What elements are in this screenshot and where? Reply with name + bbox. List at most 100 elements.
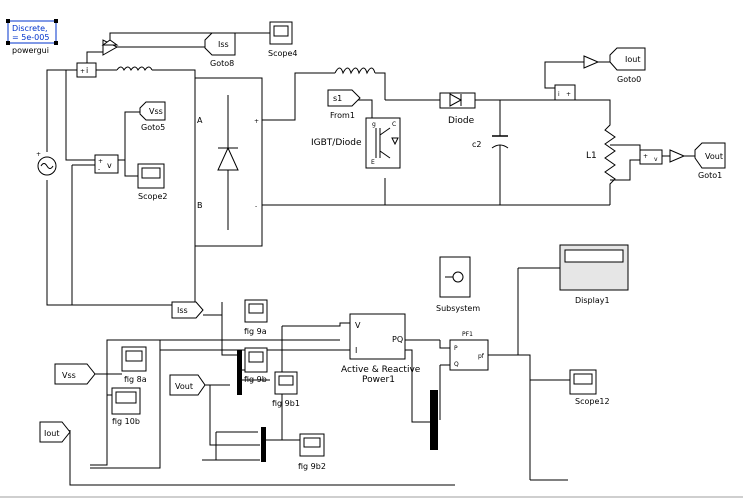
mux-3[interactable] xyxy=(430,390,438,450)
voltage-meas-label: v xyxy=(107,161,112,170)
goto-vss[interactable]: Vss Goto5 xyxy=(139,101,166,132)
scope12-label: Scope12 xyxy=(575,397,610,406)
output-diode[interactable]: Diode xyxy=(439,92,476,126)
scope-12[interactable]: Scope12 xyxy=(569,369,610,406)
scope-fig9b1[interactable]: fig 9b1 xyxy=(272,371,300,408)
fig9b1-label: fig 9b1 xyxy=(272,399,300,408)
mux-1[interactable] xyxy=(237,350,242,395)
source-inductor xyxy=(116,66,153,71)
goto-iss[interactable]: Iss Goto8 xyxy=(204,32,236,68)
diode-label: Diode xyxy=(448,116,475,126)
goto-vss-label: Goto5 xyxy=(141,123,165,132)
gain-block-iss[interactable] xyxy=(101,39,119,56)
subsystem-label: Subsystem xyxy=(436,304,480,313)
from-s1-tag: s1 xyxy=(333,94,342,103)
power-out-pq: PQ xyxy=(392,335,403,344)
svg-text:+: + xyxy=(98,158,103,165)
vout-voltage-measurement[interactable]: + v xyxy=(639,149,663,165)
power-in-i: I xyxy=(355,346,357,355)
pf-block[interactable]: PF1 P Q pf xyxy=(449,331,489,371)
fig9a-label: fig 9a xyxy=(244,327,267,336)
pf-in-p: P xyxy=(454,345,458,352)
svg-text:+: + xyxy=(643,153,648,160)
bridge-port-b: B xyxy=(197,201,203,210)
fig9b-label: fig 9b xyxy=(244,375,267,384)
igbt-port-e: E xyxy=(371,159,375,166)
scope-fig8a[interactable]: fig 8a xyxy=(121,346,147,384)
bridge-port-plus: + xyxy=(254,118,259,125)
pf-out: pf xyxy=(478,353,485,360)
goto-iout-label: Goto0 xyxy=(617,75,641,84)
pf-title: PF1 xyxy=(462,331,473,338)
goto-iss-tag: Iss xyxy=(218,40,229,49)
current-measurement-block[interactable]: + i xyxy=(76,62,97,78)
scope-fig9b2[interactable]: fig 9b2 xyxy=(298,433,326,471)
scope4-label: Scope4 xyxy=(268,49,297,58)
from-iout[interactable]: Iout xyxy=(39,421,71,443)
voltage-measurement-block[interactable]: + - v xyxy=(94,154,119,174)
diode-bridge[interactable]: A B + - xyxy=(194,77,263,247)
iout-current-measurement[interactable]: i + xyxy=(554,84,576,101)
display-1[interactable]: Display1 xyxy=(559,244,629,305)
active-reactive-power-block[interactable]: V I PQ Active & Reactive Power1 xyxy=(341,313,421,385)
powergui-label: powergui xyxy=(12,46,49,55)
igbt-label: IGBT/Diode xyxy=(311,138,362,148)
gain-block-iout[interactable] xyxy=(583,55,600,69)
from-iss-tag: Iss xyxy=(177,306,188,315)
svg-text:+: + xyxy=(36,151,41,158)
pf-in-q: Q xyxy=(454,361,459,368)
bridge-port-a: A xyxy=(197,116,203,125)
goto-iout-tag: Iout xyxy=(625,55,640,64)
fig10b-label: fig 10b xyxy=(112,417,140,426)
subsystem-block[interactable]: Subsystem xyxy=(436,256,480,313)
powergui-line2: = 5e-005 xyxy=(12,33,49,42)
wires xyxy=(46,32,695,486)
svg-text:v: v xyxy=(654,156,658,163)
boost-inductor xyxy=(334,67,376,75)
goto-vss-tag: Vss xyxy=(149,107,163,116)
power-label-1: Active & Reactive xyxy=(341,365,421,375)
svg-text:+: + xyxy=(566,91,571,98)
fig9b2-label: fig 9b2 xyxy=(298,462,326,471)
from-vout-tag: Vout xyxy=(175,382,193,391)
capacitor-c2[interactable]: c2 xyxy=(472,120,509,165)
igbt-port-g: g xyxy=(372,121,376,128)
svg-text:i: i xyxy=(558,91,560,98)
scope2-label: Scope2 xyxy=(138,192,167,201)
goto-iout[interactable]: Iout Goto0 xyxy=(609,47,646,84)
fig8a-label: fig 8a xyxy=(124,375,147,384)
scope-fig9b[interactable]: fig 9b xyxy=(244,347,268,384)
igbt-diode-block[interactable]: g C E IGBT/Diode xyxy=(311,117,401,169)
svg-text:+: + xyxy=(80,68,85,75)
svg-text:-: - xyxy=(98,166,100,173)
mux-2[interactable] xyxy=(261,427,266,462)
from-s1-label: From1 xyxy=(330,111,355,120)
gain-block-vout[interactable] xyxy=(669,149,686,163)
scope-4[interactable]: Scope4 xyxy=(268,21,297,58)
powergui-line1: Discrete, xyxy=(12,24,48,33)
goto-iss-label: Goto8 xyxy=(210,59,234,68)
ac-voltage-source[interactable]: + xyxy=(36,151,57,176)
power-label-2: Power1 xyxy=(362,375,395,385)
scope-2[interactable]: Scope2 xyxy=(137,163,167,201)
powergui-block[interactable]: Discrete, = 5e-005 powergui xyxy=(6,19,58,55)
scope-fig10b[interactable]: fig 10b xyxy=(111,387,141,426)
from-iss[interactable]: Iss xyxy=(171,301,204,319)
from-iout-tag: Iout xyxy=(44,429,59,438)
power-in-v: V xyxy=(355,321,361,330)
current-meas-label: i xyxy=(86,66,88,75)
goto-vout-label: Goto1 xyxy=(698,171,722,180)
capacitor-label: c2 xyxy=(472,140,482,149)
from-s1[interactable]: s1 From1 xyxy=(327,89,361,120)
from-vss[interactable]: Vss xyxy=(54,363,96,385)
display-label: Display1 xyxy=(575,296,610,305)
goto-vout[interactable]: Vout Goto1 xyxy=(694,142,726,180)
load-label: L1 xyxy=(586,151,597,161)
goto-vout-tag: Vout xyxy=(705,152,723,161)
from-vss-tag: Vss xyxy=(62,371,76,380)
from-vout[interactable]: Vout xyxy=(169,374,206,396)
igbt-port-c: C xyxy=(392,121,396,128)
load-l1[interactable]: L1 xyxy=(586,120,616,195)
scope-fig9a[interactable]: fig 9a xyxy=(244,299,268,336)
